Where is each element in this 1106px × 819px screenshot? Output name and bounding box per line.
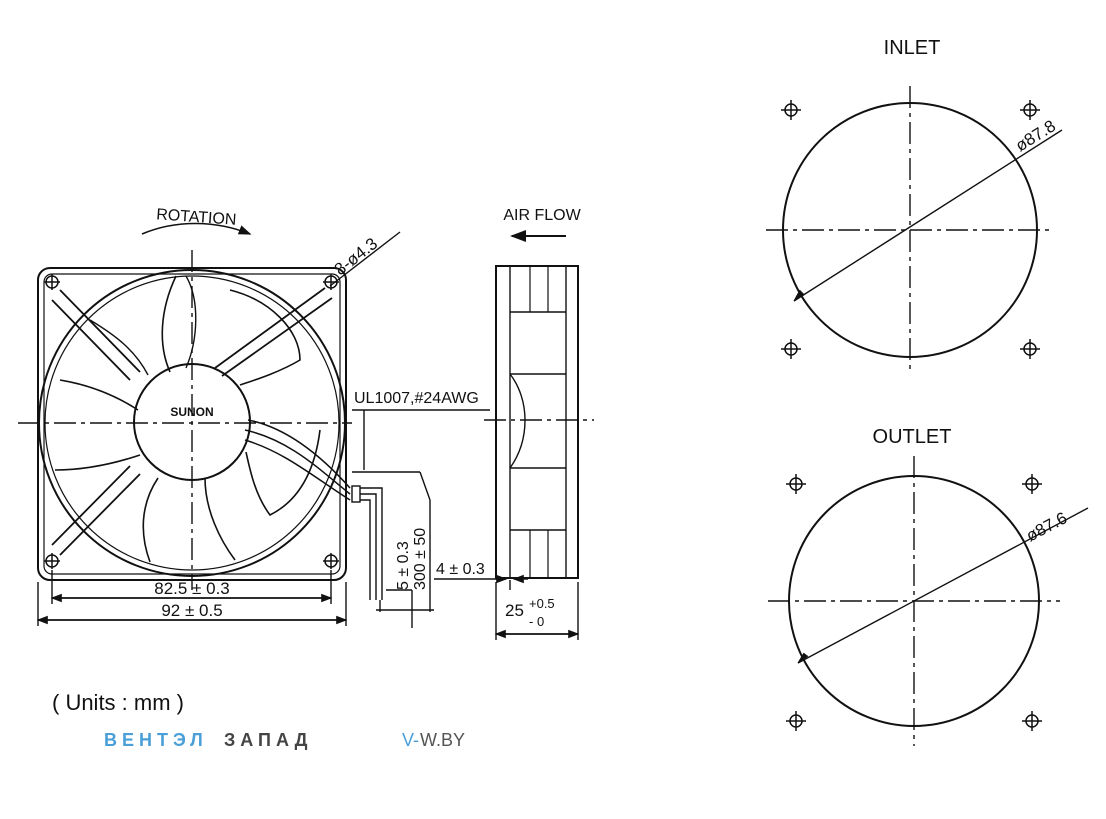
watermark-url-part2: W.BY [420, 730, 465, 750]
outlet-mounting-holes [786, 474, 1042, 731]
outlet-diameter: ø87.6 [1023, 508, 1070, 545]
dim-wire-strip: 5 ± 0.3 [395, 541, 412, 590]
air-flow-label: AIR FLOW [503, 207, 581, 224]
side-view [495, 265, 579, 579]
inlet-diameter: ø87.8 [1012, 116, 1059, 155]
dim-wire-length: 300 ± 50 [412, 528, 429, 590]
dim-rib: 4 ± 0.3 [436, 561, 485, 578]
inlet-title: INLET [884, 37, 941, 59]
brand-logo: SUNON [170, 405, 213, 419]
inlet-mounting-holes [781, 100, 1040, 359]
rotation-arrow [141, 222, 252, 235]
dim-thickness-plus: +0.5 [529, 596, 555, 611]
front-view [37, 267, 351, 581]
hole-callout: 8-ø4.3 [331, 234, 381, 279]
mounting-holes [44, 274, 339, 569]
watermark-brand-part2: ЗАПАД [224, 730, 312, 750]
dim-frame-width: 92 ± 0.5 [161, 601, 222, 620]
wire-label: UL1007,#24AWG [354, 390, 479, 407]
dim-hole-spacing: 82.5 ± 0.3 [154, 579, 230, 598]
units-label: ( Units : mm ) [52, 690, 184, 715]
rotation-label: ROTATION [156, 206, 237, 229]
watermark-url-part1: V- [402, 730, 419, 750]
dim-thickness-minus: - 0 [529, 614, 544, 629]
dim-thickness-main: 25 [505, 601, 524, 620]
outlet-title: OUTLET [873, 426, 952, 448]
watermark-brand-part1: ВЕНТЭЛ [104, 730, 208, 750]
